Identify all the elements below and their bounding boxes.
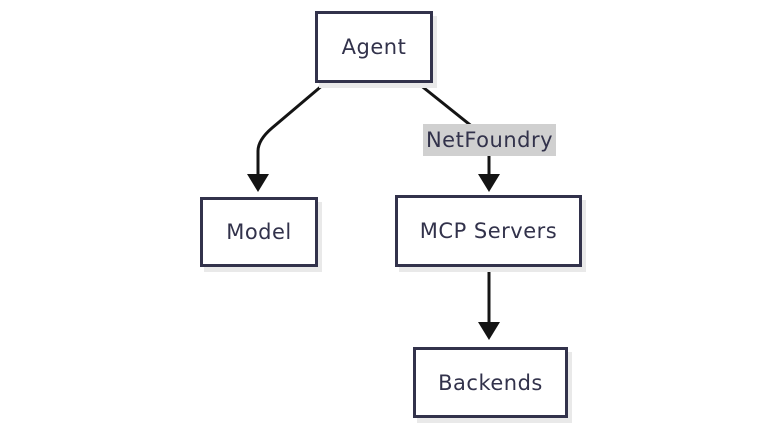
edge-agent-to-model <box>247 82 325 192</box>
node-model: Model <box>200 197 318 267</box>
edge-label-netfoundry: NetFoundry <box>423 124 556 156</box>
node-agent: Agent <box>315 11 433 83</box>
node-mcp-servers: MCP Servers <box>395 195 582 267</box>
arrowhead-backends <box>478 322 500 340</box>
node-agent-label: Agent <box>341 35 407 59</box>
arrowhead-mcp <box>478 174 500 192</box>
node-model-label: Model <box>226 220 292 244</box>
node-mcp-servers-label: MCP Servers <box>419 219 558 243</box>
node-backends: Backends <box>413 347 568 418</box>
edge-mcp-to-backends <box>478 267 500 340</box>
arrowhead-model <box>247 174 269 192</box>
node-backends-label: Backends <box>438 370 543 395</box>
